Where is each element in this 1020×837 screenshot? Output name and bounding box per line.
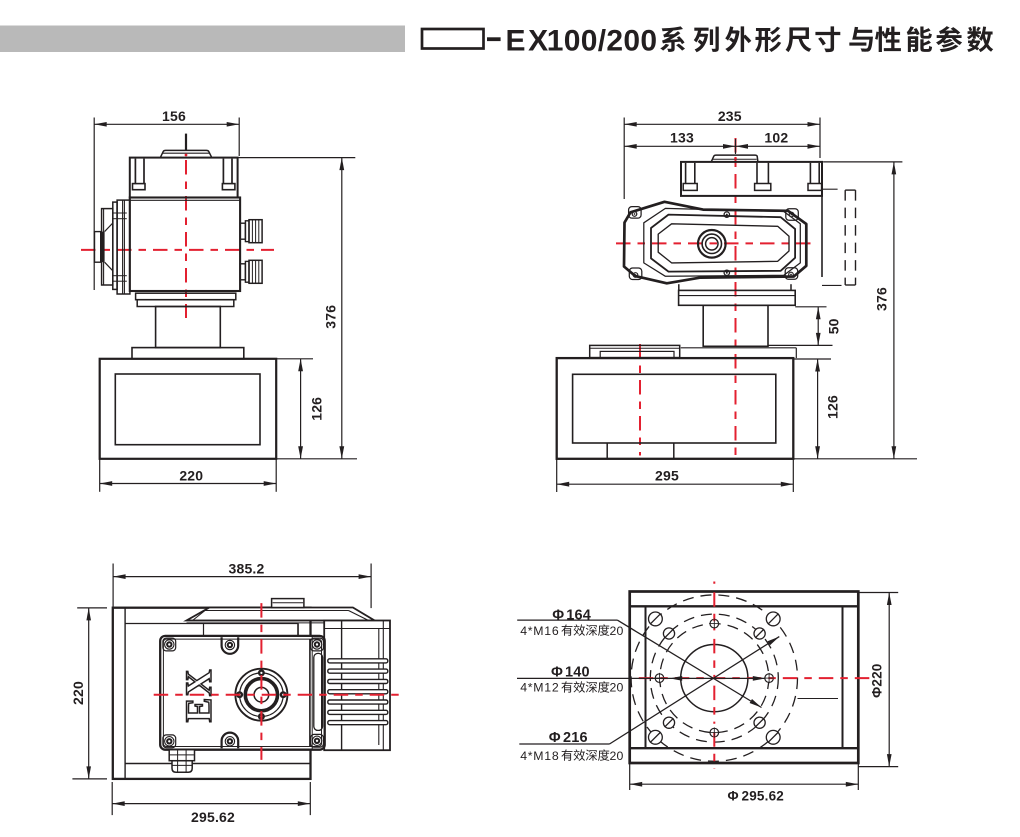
- svg-text:126: 126: [824, 395, 840, 419]
- svg-text:102: 102: [764, 129, 788, 145]
- svg-text:295: 295: [655, 468, 679, 484]
- svg-text:4*M12: 4*M12: [520, 681, 559, 695]
- svg-text:Φ: Φ: [549, 730, 561, 746]
- svg-text:216: 216: [563, 730, 588, 746]
- svg-text:235: 235: [718, 108, 742, 124]
- svg-text:295.62: 295.62: [191, 809, 235, 825]
- svg-text:20: 20: [610, 681, 624, 695]
- svg-text:140: 140: [565, 664, 590, 680]
- svg-text:4*M18: 4*M18: [520, 749, 559, 763]
- svg-text:376: 376: [874, 287, 890, 311]
- svg-text:295.62: 295.62: [742, 789, 785, 804]
- svg-text:376: 376: [322, 305, 338, 329]
- svg-text:Φ220: Φ220: [870, 663, 885, 697]
- svg-text:220: 220: [179, 467, 203, 483]
- svg-text:Φ: Φ: [552, 607, 564, 623]
- svg-text:20: 20: [610, 624, 624, 638]
- svg-text:133: 133: [670, 129, 694, 145]
- svg-text:20: 20: [610, 749, 624, 763]
- svg-text:EX: EX: [506, 25, 551, 58]
- svg-text:50: 50: [825, 318, 841, 334]
- svg-text:220: 220: [70, 681, 86, 705]
- svg-text:Φ: Φ: [551, 664, 563, 680]
- svg-text:4*M16: 4*M16: [520, 624, 559, 638]
- svg-text:385.2: 385.2: [228, 560, 264, 576]
- svg-text:164: 164: [566, 607, 591, 623]
- svg-text:100/200: 100/200: [547, 25, 658, 58]
- svg-text:126: 126: [308, 397, 324, 421]
- svg-text:Φ: Φ: [728, 789, 739, 804]
- svg-text:156: 156: [162, 108, 186, 124]
